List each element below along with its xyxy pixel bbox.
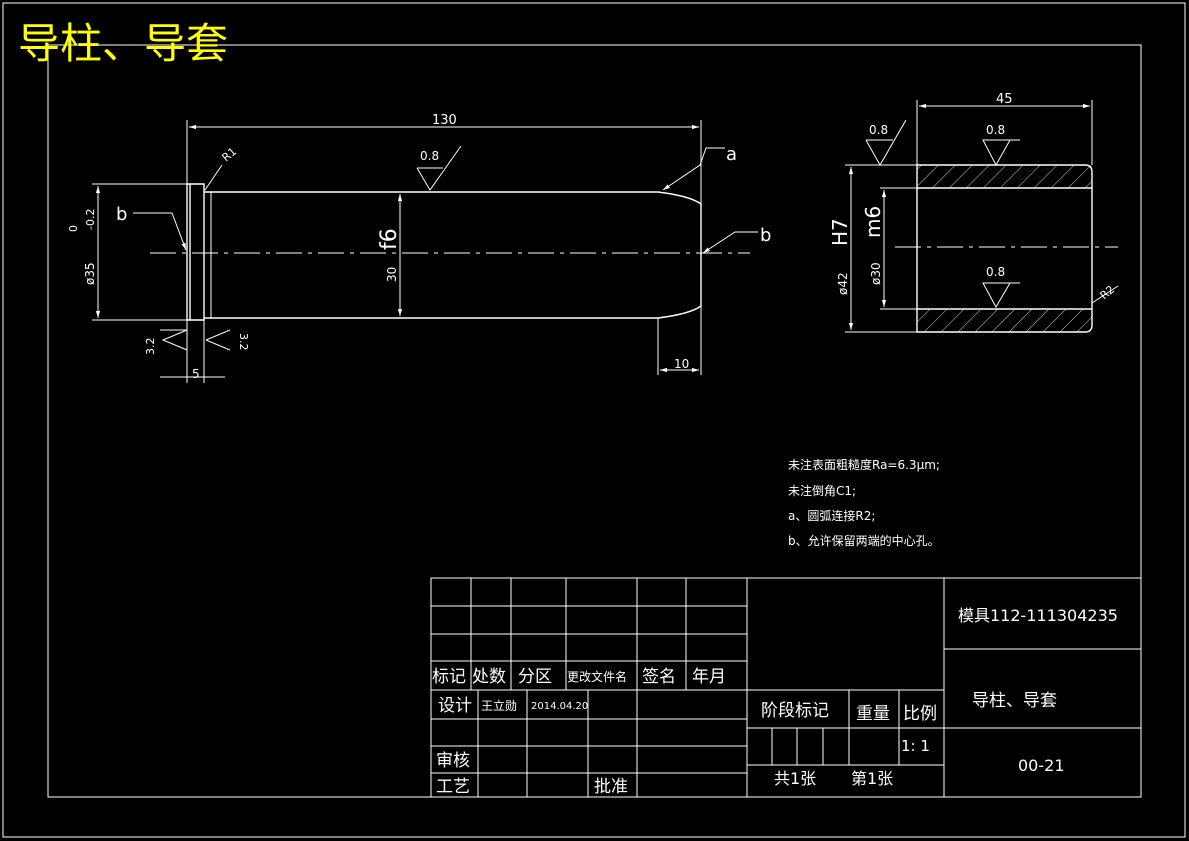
hdr-zone: 分区 — [518, 667, 552, 687]
guide-pillar-view: 130 ø35 0 -0.2 30 f6 0.8 R1 5 3.2 3.2 1 — [67, 113, 771, 383]
scale-value: 1: 1 — [901, 737, 930, 755]
hdr-sign: 签名 — [642, 667, 676, 687]
roughness-end: 0.8 — [869, 123, 888, 137]
fillet-r2: R2 — [1098, 283, 1118, 302]
scale-label: 比例 — [903, 704, 937, 724]
design-date: 2014.04.20 — [531, 701, 588, 712]
title-block: 模具112-111304235 导柱、导套 00-21 标记 处数 分区 更改文… — [430, 577, 1142, 798]
note-b-left-label: b — [116, 204, 127, 225]
design-label: 设计 — [438, 696, 472, 716]
note-line: 未注表面粗糙度Ra=6.3μm; — [788, 457, 940, 472]
sheet-title: 导柱、导套 — [18, 19, 228, 68]
roughness-head-left-symbol — [160, 329, 188, 351]
dim-10: 10 — [674, 357, 689, 371]
roughness-inner-symbol — [982, 282, 1020, 309]
inner-frame — [47, 44, 1142, 798]
roughness-inner: 0.8 — [986, 265, 1005, 279]
dim-30-bush: ø30 — [869, 262, 883, 285]
drawing-code: 模具112-111304235 — [958, 606, 1118, 625]
roughness-outer: 0.8 — [986, 123, 1005, 137]
note-line: 未注倒角C1; — [788, 483, 856, 498]
fit-h7: H7 — [828, 218, 852, 246]
roughness-body: 0.8 — [420, 149, 439, 163]
roughness-body-symbol — [416, 145, 462, 191]
designer: 王立勋 — [481, 698, 517, 713]
hdr-date: 年月 — [692, 667, 726, 687]
note-a-label: a — [726, 144, 737, 165]
fillet-r1: R1 — [220, 145, 240, 164]
sheets-total: 共1张 — [774, 769, 816, 788]
roughness-head-left: 3.2 — [144, 338, 157, 356]
dim-45: 45 — [996, 92, 1013, 107]
process-label: 工艺 — [436, 777, 470, 797]
drawing-number: 00-21 — [1018, 756, 1065, 775]
dim-35: ø35 — [83, 262, 97, 285]
guide-bush-view: 45 ø42 H7 ø30 m6 0.8 0.8 0.8 R2 — [828, 92, 1119, 333]
pillar-head — [186, 183, 205, 321]
tol-upper: 0 — [67, 225, 80, 232]
review-label: 审核 — [436, 751, 470, 771]
note-line: a、圆弧连接R2; — [788, 508, 875, 523]
technical-notes: 未注表面粗糙度Ra=6.3μm; 未注倒角C1; a、圆弧连接R2; b、允许保… — [788, 457, 940, 548]
part-name: 导柱、导套 — [972, 691, 1057, 711]
weight-label: 重量 — [856, 704, 890, 724]
roughness-head-right-symbol — [205, 329, 231, 351]
hdr-mark: 标记 — [432, 667, 466, 687]
fit-m6: m6 — [861, 206, 885, 238]
stage-label: 阶段标记 — [761, 701, 829, 721]
sheet-current: 第1张 — [851, 769, 893, 788]
note-b-right-label: b — [760, 225, 771, 246]
fit-f6: f6 — [377, 228, 402, 250]
roughness-head-right: 3.2 — [237, 333, 250, 351]
dim-42: ø42 — [836, 272, 850, 295]
roughness-outer-symbol — [982, 139, 1020, 167]
bush-outline — [916, 164, 1093, 333]
bush-hatch-bottom — [917, 309, 1092, 332]
tol-lower: -0.2 — [84, 209, 97, 230]
bush-hatch-top — [917, 165, 1092, 188]
note-line: b、允许保留两端的中心孔。 — [788, 533, 940, 548]
dim-30: 30 — [385, 267, 399, 282]
dim-5: 5 — [192, 367, 200, 381]
hdr-count: 处数 — [472, 667, 506, 687]
pillar-body — [204, 191, 702, 319]
roughness-end-symbol — [865, 119, 907, 167]
dim-130: 130 — [432, 113, 457, 128]
hdr-doc: 更改文件名 — [567, 669, 627, 684]
approve-label: 批准 — [594, 777, 628, 797]
